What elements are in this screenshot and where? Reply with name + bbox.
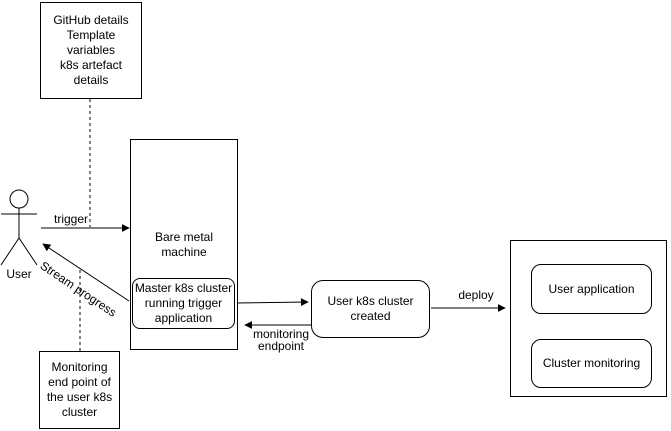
- node-monitoring-endpoint: Monitoring end point of the user k8s clu…: [39, 351, 120, 429]
- master-k8s-cluster-text: Master k8s cluster running trigger appli…: [134, 281, 233, 325]
- stream-progress-arrow: [42, 243, 130, 302]
- user-application-text: User application: [548, 281, 635, 296]
- node-master-k8s-cluster: Master k8s cluster running trigger appli…: [132, 278, 235, 329]
- user-label: User: [6, 267, 32, 281]
- user-k8s-cluster-created-text: User k8s cluster created: [327, 294, 414, 323]
- node-user-application: User application: [531, 264, 652, 314]
- bare-metal-machine-text: Bare metal machine: [154, 229, 214, 259]
- cluster-monitoring-text: Cluster monitoring: [542, 356, 641, 370]
- cluster-create-arrow: [235, 298, 309, 307]
- node-user-k8s-cluster-created: User k8s cluster created: [311, 280, 430, 338]
- trigger-label: trigger: [53, 212, 88, 226]
- monitoring-endpoint-note-text: Monitoring end point of the user k8s clu…: [46, 360, 113, 419]
- user-actor-figure: [0, 189, 38, 266]
- monitoring-endpoint-label: monitoring endpoint: [252, 327, 310, 353]
- deploy-label: deploy: [458, 288, 494, 302]
- node-cluster-monitoring: Cluster monitoring: [531, 339, 652, 388]
- github-details-text: GitHub details Template variables k8s ar…: [53, 13, 129, 87]
- node-github-details: GitHub details Template variables k8s ar…: [40, 2, 142, 99]
